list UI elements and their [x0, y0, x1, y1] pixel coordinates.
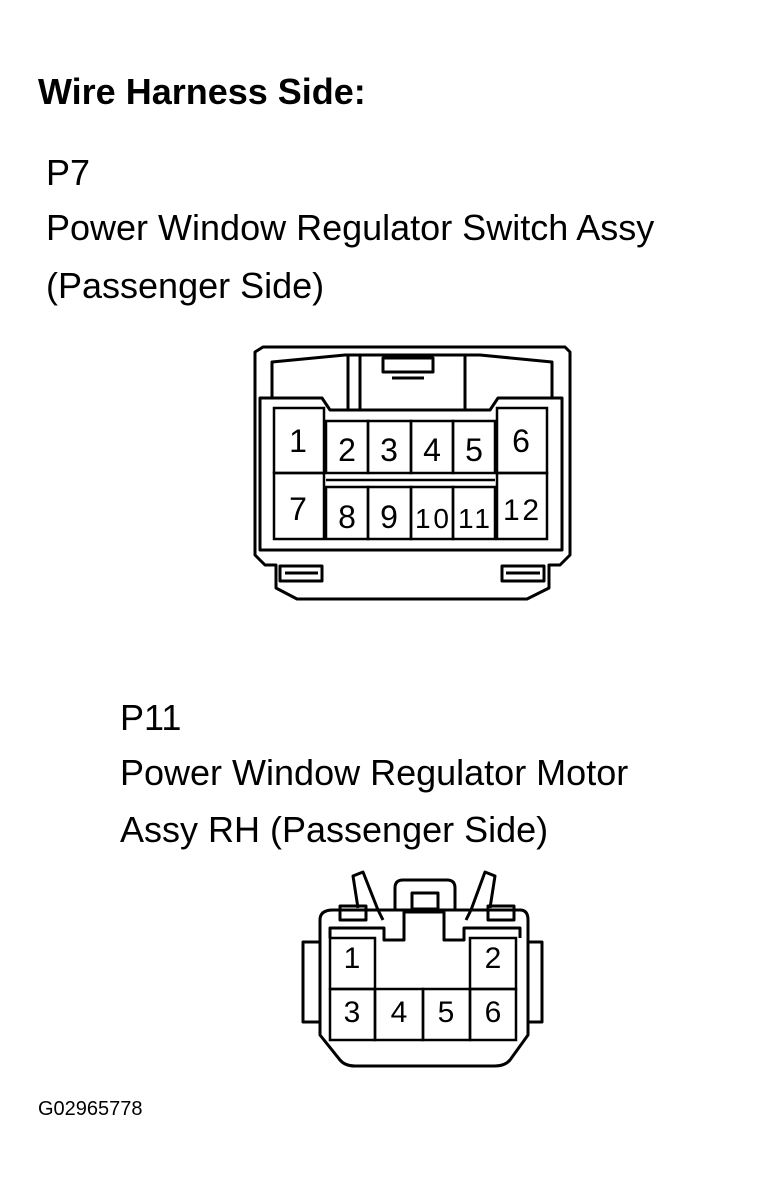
p7-pin-label: 7	[289, 491, 307, 527]
p7-pin-label: 9	[380, 499, 398, 535]
p7-pin-label: 5	[465, 432, 483, 468]
p7-pin-label: 4	[423, 432, 441, 468]
p11-connector-code: P11	[120, 697, 182, 738]
p7-pin-label: 3	[380, 432, 398, 468]
p11-pin-label: 3	[344, 996, 361, 1029]
heading: Wire Harness Side:	[38, 71, 366, 112]
p7-pin-label: 11	[458, 503, 490, 534]
p11-pin-label: 1	[344, 942, 361, 975]
p7-pin-label: 6	[512, 423, 530, 459]
p11-pin-label: 6	[485, 996, 502, 1029]
figure-reference-code: G02965778	[38, 1098, 143, 1120]
p11-pin-label: 5	[438, 996, 455, 1029]
p11-connector-name-line2: Assy RH (Passenger Side)	[120, 809, 549, 850]
p7-connector-name-line1: Power Window Regulator Switch Assy	[46, 207, 655, 248]
p7-pin-label: 2	[338, 432, 356, 468]
p11-pin-label: 4	[391, 996, 408, 1029]
p11-connector-name-line1: Power Window Regulator Motor	[120, 752, 629, 793]
p7-connector-code: P7	[46, 152, 91, 193]
p7-pin-label: 1	[289, 423, 307, 459]
p7-connector-name-line2: (Passenger Side)	[46, 265, 325, 306]
p11-pin-label: 2	[485, 942, 502, 975]
p7-pin-label: 8	[338, 499, 356, 535]
